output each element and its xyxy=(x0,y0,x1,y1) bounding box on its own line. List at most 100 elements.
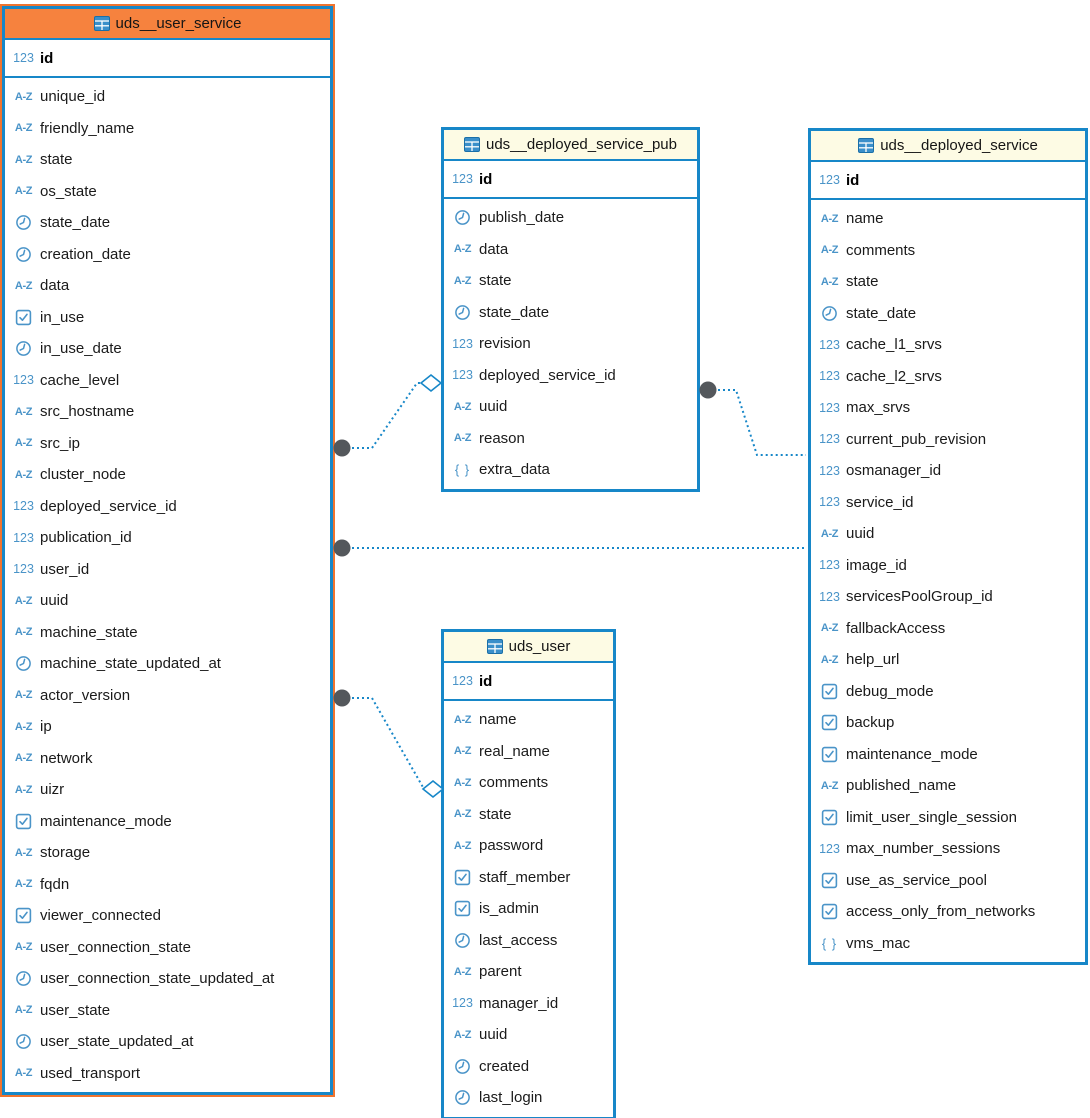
column-row[interactable]: { }vms_mac xyxy=(811,928,1085,960)
column-row[interactable]: viewer_connected xyxy=(5,900,330,932)
column-row[interactable]: creation_date xyxy=(5,239,330,271)
table-header[interactable]: uds_user xyxy=(444,632,613,663)
column-row[interactable]: in_use_date xyxy=(5,333,330,365)
table-header[interactable]: uds__deployed_service_pub xyxy=(444,130,697,161)
column-row[interactable]: maintenance_mode xyxy=(5,806,330,838)
column-row[interactable]: staff_member xyxy=(444,862,613,894)
column-row[interactable]: use_as_service_pool xyxy=(811,865,1085,897)
table-header[interactable]: uds__user_service xyxy=(5,9,330,40)
column-row[interactable]: in_use xyxy=(5,302,330,334)
boolean-type-icon xyxy=(816,683,843,700)
column-row[interactable]: limit_user_single_session xyxy=(811,802,1085,834)
column-row[interactable]: user_connection_state_updated_at xyxy=(5,963,330,995)
column-name: in_use xyxy=(40,308,85,326)
column-row[interactable]: created xyxy=(444,1051,613,1083)
relationship-line-deployed_service_pub-to-deployed_service[interactable] xyxy=(708,389,806,456)
column-row[interactable]: state_date xyxy=(444,297,697,329)
column-row[interactable]: maintenance_mode xyxy=(811,739,1085,771)
column-row[interactable]: user_state_updated_at xyxy=(5,1026,330,1058)
column-row[interactable]: debug_mode xyxy=(811,676,1085,708)
column-row[interactable]: access_only_from_networks xyxy=(811,896,1085,928)
datetime-type-icon xyxy=(10,246,37,263)
column-row[interactable]: state_date xyxy=(5,207,330,239)
column-row[interactable]: { }extra_data xyxy=(444,454,697,486)
column-row[interactable]: is_admin xyxy=(444,893,613,925)
number-type-icon: 123 xyxy=(819,589,840,604)
table-icon xyxy=(486,639,503,654)
column-row[interactable]: last_login xyxy=(444,1082,613,1114)
column-row[interactable]: last_access xyxy=(444,925,613,957)
column-row[interactable]: backup xyxy=(811,707,1085,739)
column-row[interactable]: machine_state_updated_at xyxy=(5,648,330,680)
column-row[interactable]: state_date xyxy=(811,298,1085,330)
table-header[interactable]: uds__deployed_service xyxy=(811,131,1085,162)
column-row[interactable]: publish_date xyxy=(444,202,697,234)
text-type-icon: A-Z xyxy=(14,878,33,891)
column-name: cache_l2_srvs xyxy=(846,367,942,385)
relationship-line-user_service-to-user[interactable] xyxy=(342,697,425,790)
relationship-line-user_service-to-deployed_service_pub[interactable] xyxy=(342,382,421,449)
